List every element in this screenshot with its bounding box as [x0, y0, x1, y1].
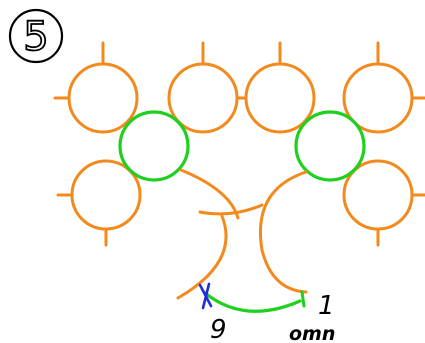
base-chain-end-tick [300, 290, 306, 308]
green-rings [118, 110, 366, 182]
orange-arcs [176, 168, 308, 300]
orange-ring-row-bottom [56, 159, 425, 247]
circled-number-icon [8, 8, 64, 64]
orange-ring [167, 41, 239, 134]
cross-mark-icon [198, 282, 213, 310]
orange-ring [342, 41, 425, 134]
green-ring [294, 110, 366, 182]
orange-ring [53, 41, 139, 134]
middle-bridge-arc [198, 203, 264, 216]
end-count-label: 1 [318, 291, 335, 321]
start-count-label: 9 [210, 315, 227, 343]
step-number: 5 [23, 14, 48, 60]
orange-ring [235, 41, 316, 134]
step-badge: 5 [8, 8, 64, 64]
base-chain-arc [203, 291, 302, 313]
orange-ring [56, 159, 142, 247]
abbreviation-label: omn [289, 323, 335, 343]
left-trunk-arc [179, 168, 240, 220]
left-trunk-lower-arc [176, 214, 228, 300]
green-ring [118, 110, 190, 182]
orange-ring [342, 159, 425, 247]
orange-ring-row-top [53, 41, 425, 134]
right-trunk-arc [258, 170, 308, 294]
